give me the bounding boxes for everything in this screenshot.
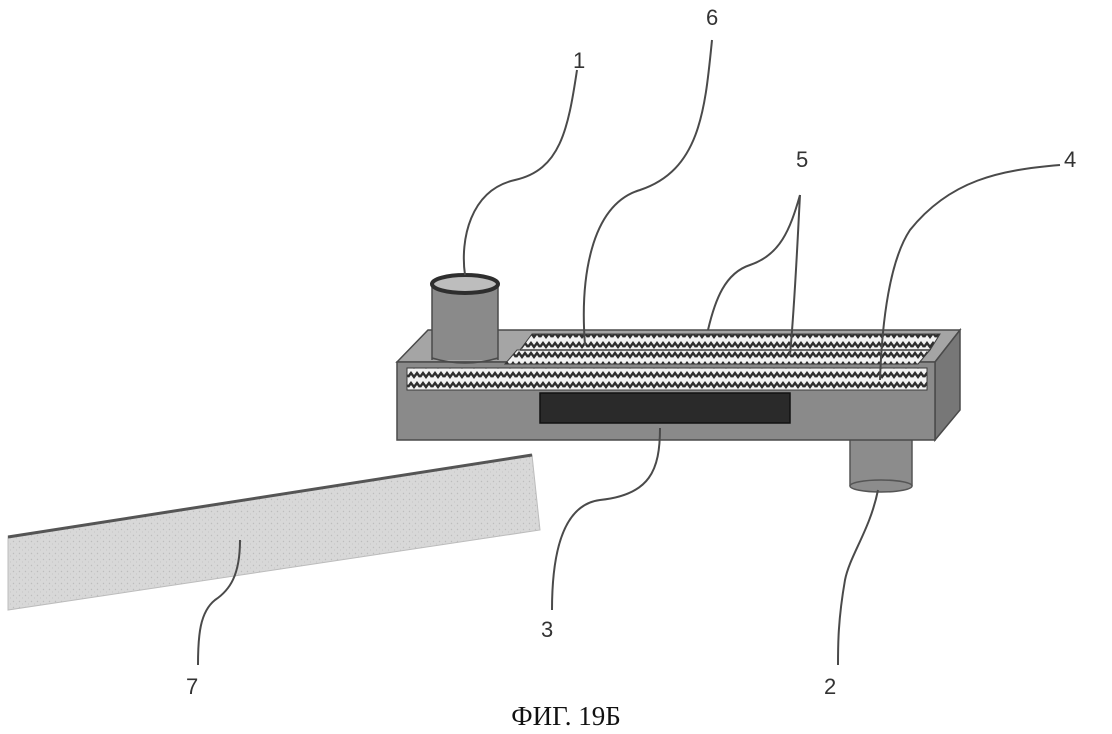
callout-6: 6 [706, 5, 718, 30]
ramp-plate [8, 455, 540, 610]
callout-1: 1 [573, 48, 585, 73]
inlet-pipe [432, 275, 498, 363]
callout-4: 4 [1064, 147, 1076, 172]
channel-layer-front [407, 368, 927, 390]
figure-caption: ФИГ. 19Б [511, 701, 620, 731]
callout-3: 3 [541, 617, 553, 642]
heating-element [540, 393, 790, 423]
channel-layers-top [505, 334, 940, 364]
callout-7: 7 [186, 674, 198, 699]
callout-2: 2 [824, 674, 836, 699]
callout-5: 5 [796, 147, 808, 172]
